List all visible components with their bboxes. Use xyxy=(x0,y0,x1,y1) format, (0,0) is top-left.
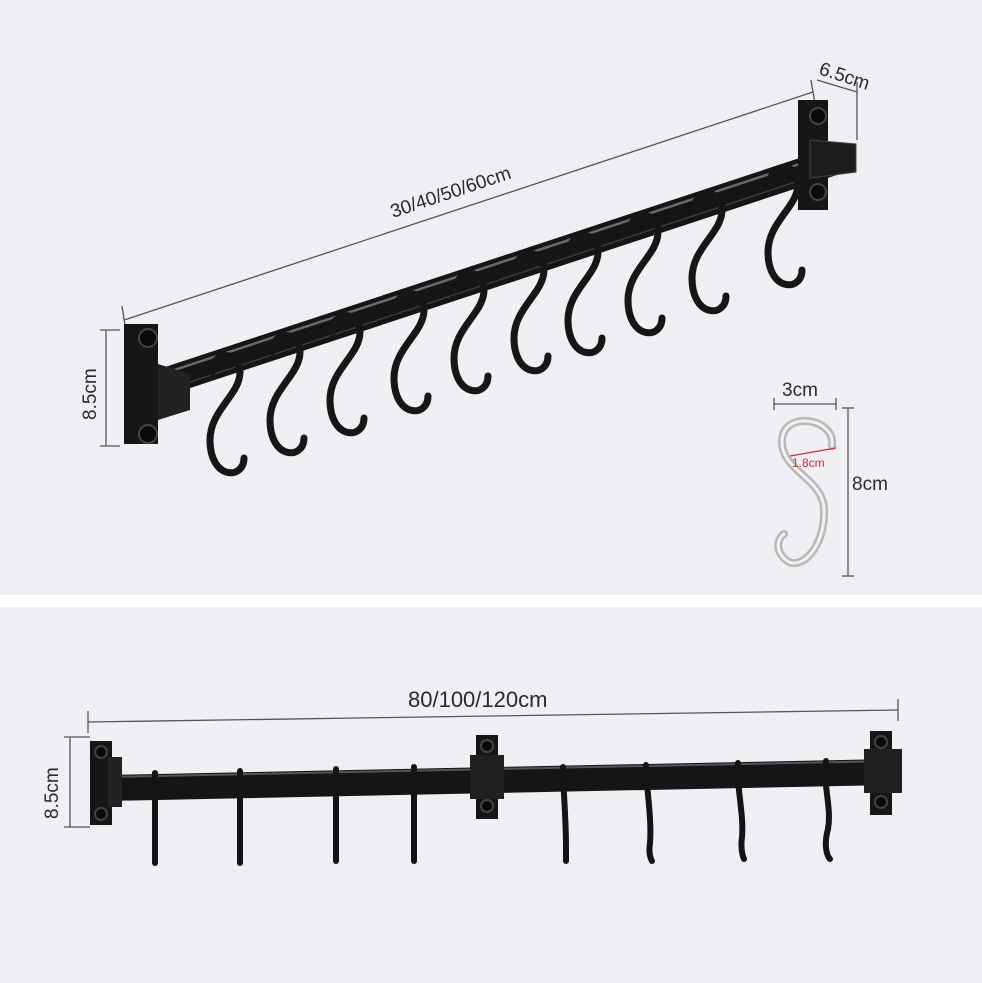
s-hook xyxy=(688,190,730,315)
right-wall-bracket xyxy=(864,731,902,815)
silver-s-hook xyxy=(774,416,837,568)
depth-dimension-line xyxy=(816,79,858,140)
hook-width-label: 3cm xyxy=(782,380,818,401)
height-label: 8.5cm xyxy=(42,767,63,819)
depth-label: 6.5cm xyxy=(816,59,872,95)
hook xyxy=(822,758,833,862)
s-hook xyxy=(450,270,492,395)
hook-gap-label: 1.8cm xyxy=(792,456,825,470)
s-hooks-group xyxy=(206,164,806,477)
s-hook xyxy=(390,290,432,415)
s-hook xyxy=(624,212,666,337)
center-wall-bracket xyxy=(470,735,504,819)
bottom-product-panel: 80/100/120cm 8.5cm xyxy=(0,607,982,983)
hook xyxy=(560,764,569,864)
hook-height-label: 8cm xyxy=(852,474,888,495)
bottom-rail-illustration: 80/100/120cm 8.5cm xyxy=(42,687,902,866)
side-hooks-group xyxy=(152,758,833,866)
hook xyxy=(643,762,655,864)
length-label: 80/100/120cm xyxy=(408,687,547,712)
s-hook xyxy=(564,232,606,357)
s-hook xyxy=(326,312,368,437)
s-hook xyxy=(764,164,806,289)
length-label: 30/40/50/60cm xyxy=(388,163,514,223)
s-hook xyxy=(510,250,552,375)
hook-detail-diagram xyxy=(773,398,854,577)
s-hook xyxy=(206,352,248,477)
left-wall-bracket xyxy=(90,741,122,825)
top-rail-illustration: 30/40/50/60cm 6.5cm 8.5cm xyxy=(80,59,888,577)
left-wall-bracket xyxy=(124,324,190,444)
hook xyxy=(734,760,747,862)
length-dimension-line xyxy=(87,699,899,733)
s-hook xyxy=(266,332,308,457)
height-label: 8.5cm xyxy=(80,368,101,420)
right-wall-bracket xyxy=(798,100,857,210)
top-product-panel: 30/40/50/60cm 6.5cm 8.5cm xyxy=(0,0,982,595)
height-dimension-line xyxy=(100,329,120,447)
height-dimension-line xyxy=(64,736,90,828)
